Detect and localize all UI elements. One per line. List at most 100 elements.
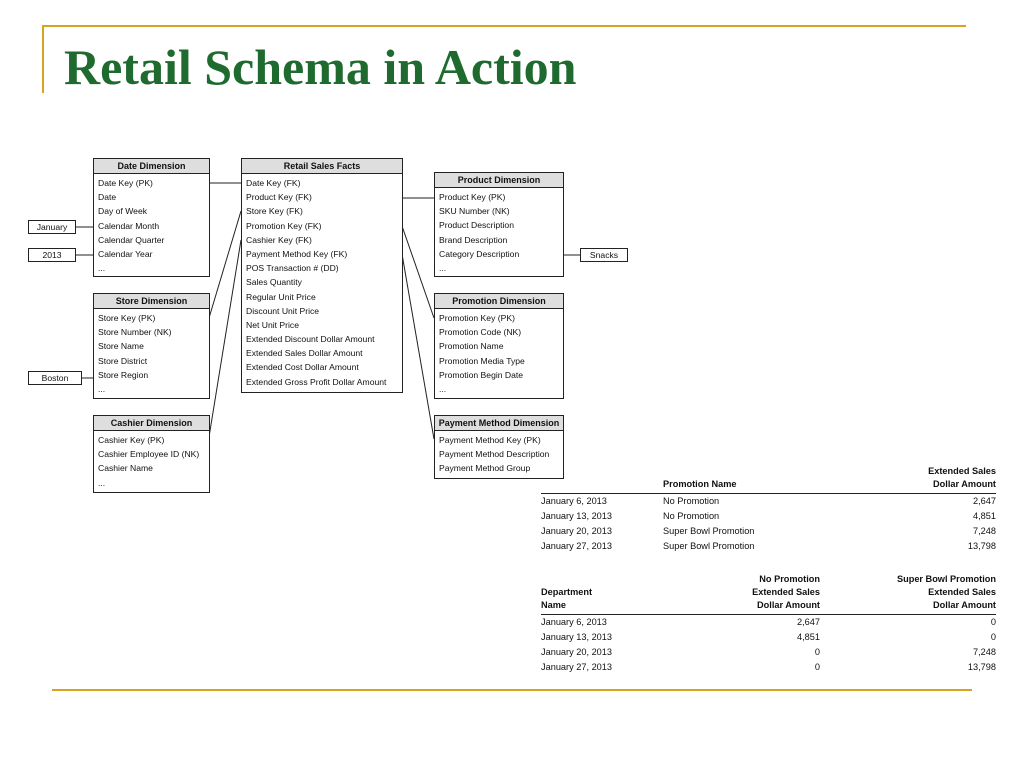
product-dimension-field: Product Key (PK) xyxy=(439,192,506,202)
promotion-dimension-field: ... xyxy=(439,383,447,394)
report1-header-promotion-name: Promotion Name xyxy=(663,465,838,494)
report1-header-promotion-name-text: Promotion Name xyxy=(663,479,737,489)
product-dimension-field: Product Description xyxy=(439,220,514,231)
date-dimension-title: Date Dimension xyxy=(94,159,209,174)
report2-header-line: Extended Sales xyxy=(928,587,996,597)
date-dimension-field: Calendar Month xyxy=(98,220,160,231)
report2-header-no-promotion: No Promotion Extended Sales Dollar Amoun… xyxy=(711,573,820,615)
report1-cell-promotion: No Promotion xyxy=(663,511,720,521)
facts-field: Promotion Key (FK) xyxy=(246,220,322,231)
date-dimension-field: Date xyxy=(98,192,117,203)
report1-header-extended-sales: Extended Sales Dollar Amount xyxy=(838,465,996,494)
connector-cashier-to-facts xyxy=(208,239,242,438)
retail-sales-facts-title: Retail Sales Facts xyxy=(242,159,402,174)
table-row: January 13, 2013 No Promotion 4,851 xyxy=(541,509,996,524)
report2-cell-super-bowl: 13,798 xyxy=(967,662,996,672)
product-dimension-field: SKU Number (NK) xyxy=(439,206,510,217)
report2-cell-super-bowl: 0 xyxy=(990,632,996,642)
facts-field: Extended Cost Dollar Amount xyxy=(246,362,359,373)
report1-cell-amount: 13,798 xyxy=(967,541,996,551)
value-box-january: January xyxy=(28,220,76,234)
promotion-dimension-field: Promotion Name xyxy=(439,341,504,352)
report2-cell-no-promotion: 4,851 xyxy=(797,632,820,642)
cashier-dimension-field: Cashier Key (PK) xyxy=(98,435,165,445)
report1-header-line: Extended Sales xyxy=(928,466,996,476)
product-dimension-field: Category Description xyxy=(439,248,520,259)
table-row: January 27, 2013 0 13,798 xyxy=(541,660,996,675)
report2-header-line: Department xyxy=(541,587,593,597)
cashier-dimension-field: Cashier Name xyxy=(98,463,153,474)
report2-cell-date: January 20, 2013 xyxy=(541,647,613,657)
retail-sales-facts-table: Retail Sales Facts Date Key (FK) Product… xyxy=(241,158,403,393)
connector-store-to-facts xyxy=(208,210,242,319)
payment-method-dimension-title: Payment Method Dimension xyxy=(435,416,563,431)
product-dimension-title: Product Dimension xyxy=(435,173,563,188)
report2-header-line: Name xyxy=(541,600,567,610)
facts-field: Payment Method Key (FK) xyxy=(246,248,348,259)
report2-header-line: Dollar Amount xyxy=(933,600,996,610)
table-row: January 6, 2013 No Promotion 2,647 xyxy=(541,494,996,510)
slide-frame-left-rule xyxy=(42,25,44,93)
facts-field: Store Key (FK) xyxy=(246,206,303,217)
report2-cell-date: January 13, 2013 xyxy=(541,632,613,642)
slide-title: Retail Schema in Action xyxy=(64,39,577,95)
store-dimension-field: ... xyxy=(98,383,106,394)
promotion-dimension-title: Promotion Dimension xyxy=(435,294,563,309)
report2-cell-no-promotion: 0 xyxy=(814,647,820,657)
report1-cell-date: January 13, 2013 xyxy=(541,511,613,521)
report1-header-line: Dollar Amount xyxy=(933,479,996,489)
facts-field: POS Transaction # (DD) xyxy=(246,263,339,274)
report2-cell-no-promotion: 0 xyxy=(814,662,820,672)
report-promotion-name: Promotion Name Extended Sales Dollar Amo… xyxy=(541,465,996,554)
report1-cell-amount: 4,851 xyxy=(973,511,996,521)
facts-field: Product Key (FK) xyxy=(246,192,312,203)
store-dimension-field: Store Region xyxy=(98,369,149,380)
date-dimension-field: ... xyxy=(98,263,106,274)
report2-header-line: Extended Sales xyxy=(752,587,820,597)
date-dimension-table: Date Dimension Date Key (PK) Date Day of… xyxy=(93,158,210,277)
report2-cell-super-bowl: 0 xyxy=(990,617,996,627)
promotion-dimension-table: Promotion Dimension Promotion Key (PK) P… xyxy=(434,293,564,399)
facts-field: Extended Sales Dollar Amount xyxy=(246,348,363,359)
report2-cell-date: January 6, 2013 xyxy=(541,617,607,627)
table-row: January 20, 2013 Super Bowl Promotion 7,… xyxy=(541,524,996,539)
report1-cell-promotion: Super Bowl Promotion xyxy=(663,541,755,551)
report1-cell-date: January 6, 2013 xyxy=(541,496,607,506)
report1-cell-amount: 7,248 xyxy=(973,526,996,536)
store-dimension-field: Store Name xyxy=(98,341,144,352)
report2-cell-date: January 27, 2013 xyxy=(541,662,613,672)
table-row: January 13, 2013 4,851 0 xyxy=(541,630,996,645)
facts-field: Extended Gross Profit Dollar Amount xyxy=(246,376,387,387)
date-dimension-field: Date Key (PK) xyxy=(98,178,153,188)
slide-frame-bottom-rule xyxy=(52,689,972,691)
promotion-dimension-field: Promotion Begin Date xyxy=(439,369,524,380)
product-dimension-table: Product Dimension Product Key (PK) SKU N… xyxy=(434,172,564,277)
report2-cell-super-bowl: 7,248 xyxy=(973,647,996,657)
date-dimension-field: Calendar Year xyxy=(98,248,153,259)
facts-field: Extended Discount Dollar Amount xyxy=(246,334,375,345)
facts-field: Discount Unit Price xyxy=(246,305,320,316)
report1-cell-promotion: Super Bowl Promotion xyxy=(663,526,755,536)
report2-header-line: Super Bowl Promotion xyxy=(896,574,996,584)
date-dimension-field: Calendar Quarter xyxy=(98,234,165,245)
report1-cell-date: January 27, 2013 xyxy=(541,541,613,551)
product-dimension-field: ... xyxy=(439,262,447,273)
date-dimension-field: Day of Week xyxy=(98,206,148,217)
facts-field: Date Key (FK) xyxy=(246,178,301,188)
report1-cell-date: January 20, 2013 xyxy=(541,526,613,536)
cashier-dimension-table: Cashier Dimension Cashier Key (PK) Cashi… xyxy=(93,415,210,493)
payment-method-dimension-field: Payment Method Description xyxy=(439,449,550,460)
promotion-dimension-field: Promotion Media Type xyxy=(439,355,525,366)
table-row: January 27, 2013 Super Bowl Promotion 13… xyxy=(541,539,996,554)
table-row: January 20, 2013 0 7,248 xyxy=(541,645,996,660)
value-box-year: 2013 xyxy=(28,248,76,262)
value-box-snacks: Snacks xyxy=(580,248,628,262)
store-dimension-field: Store District xyxy=(98,355,148,366)
cashier-dimension-field: Cashier Employee ID (NK) xyxy=(98,449,200,460)
store-dimension-field: Store Key (PK) xyxy=(98,313,156,323)
payment-method-dimension-field: Payment Method Key (PK) xyxy=(439,435,541,445)
report1-header-col1 xyxy=(541,465,663,494)
report2-header-line: No Promotion xyxy=(759,574,820,584)
payment-method-dimension-field: Payment Method Group xyxy=(439,463,531,474)
